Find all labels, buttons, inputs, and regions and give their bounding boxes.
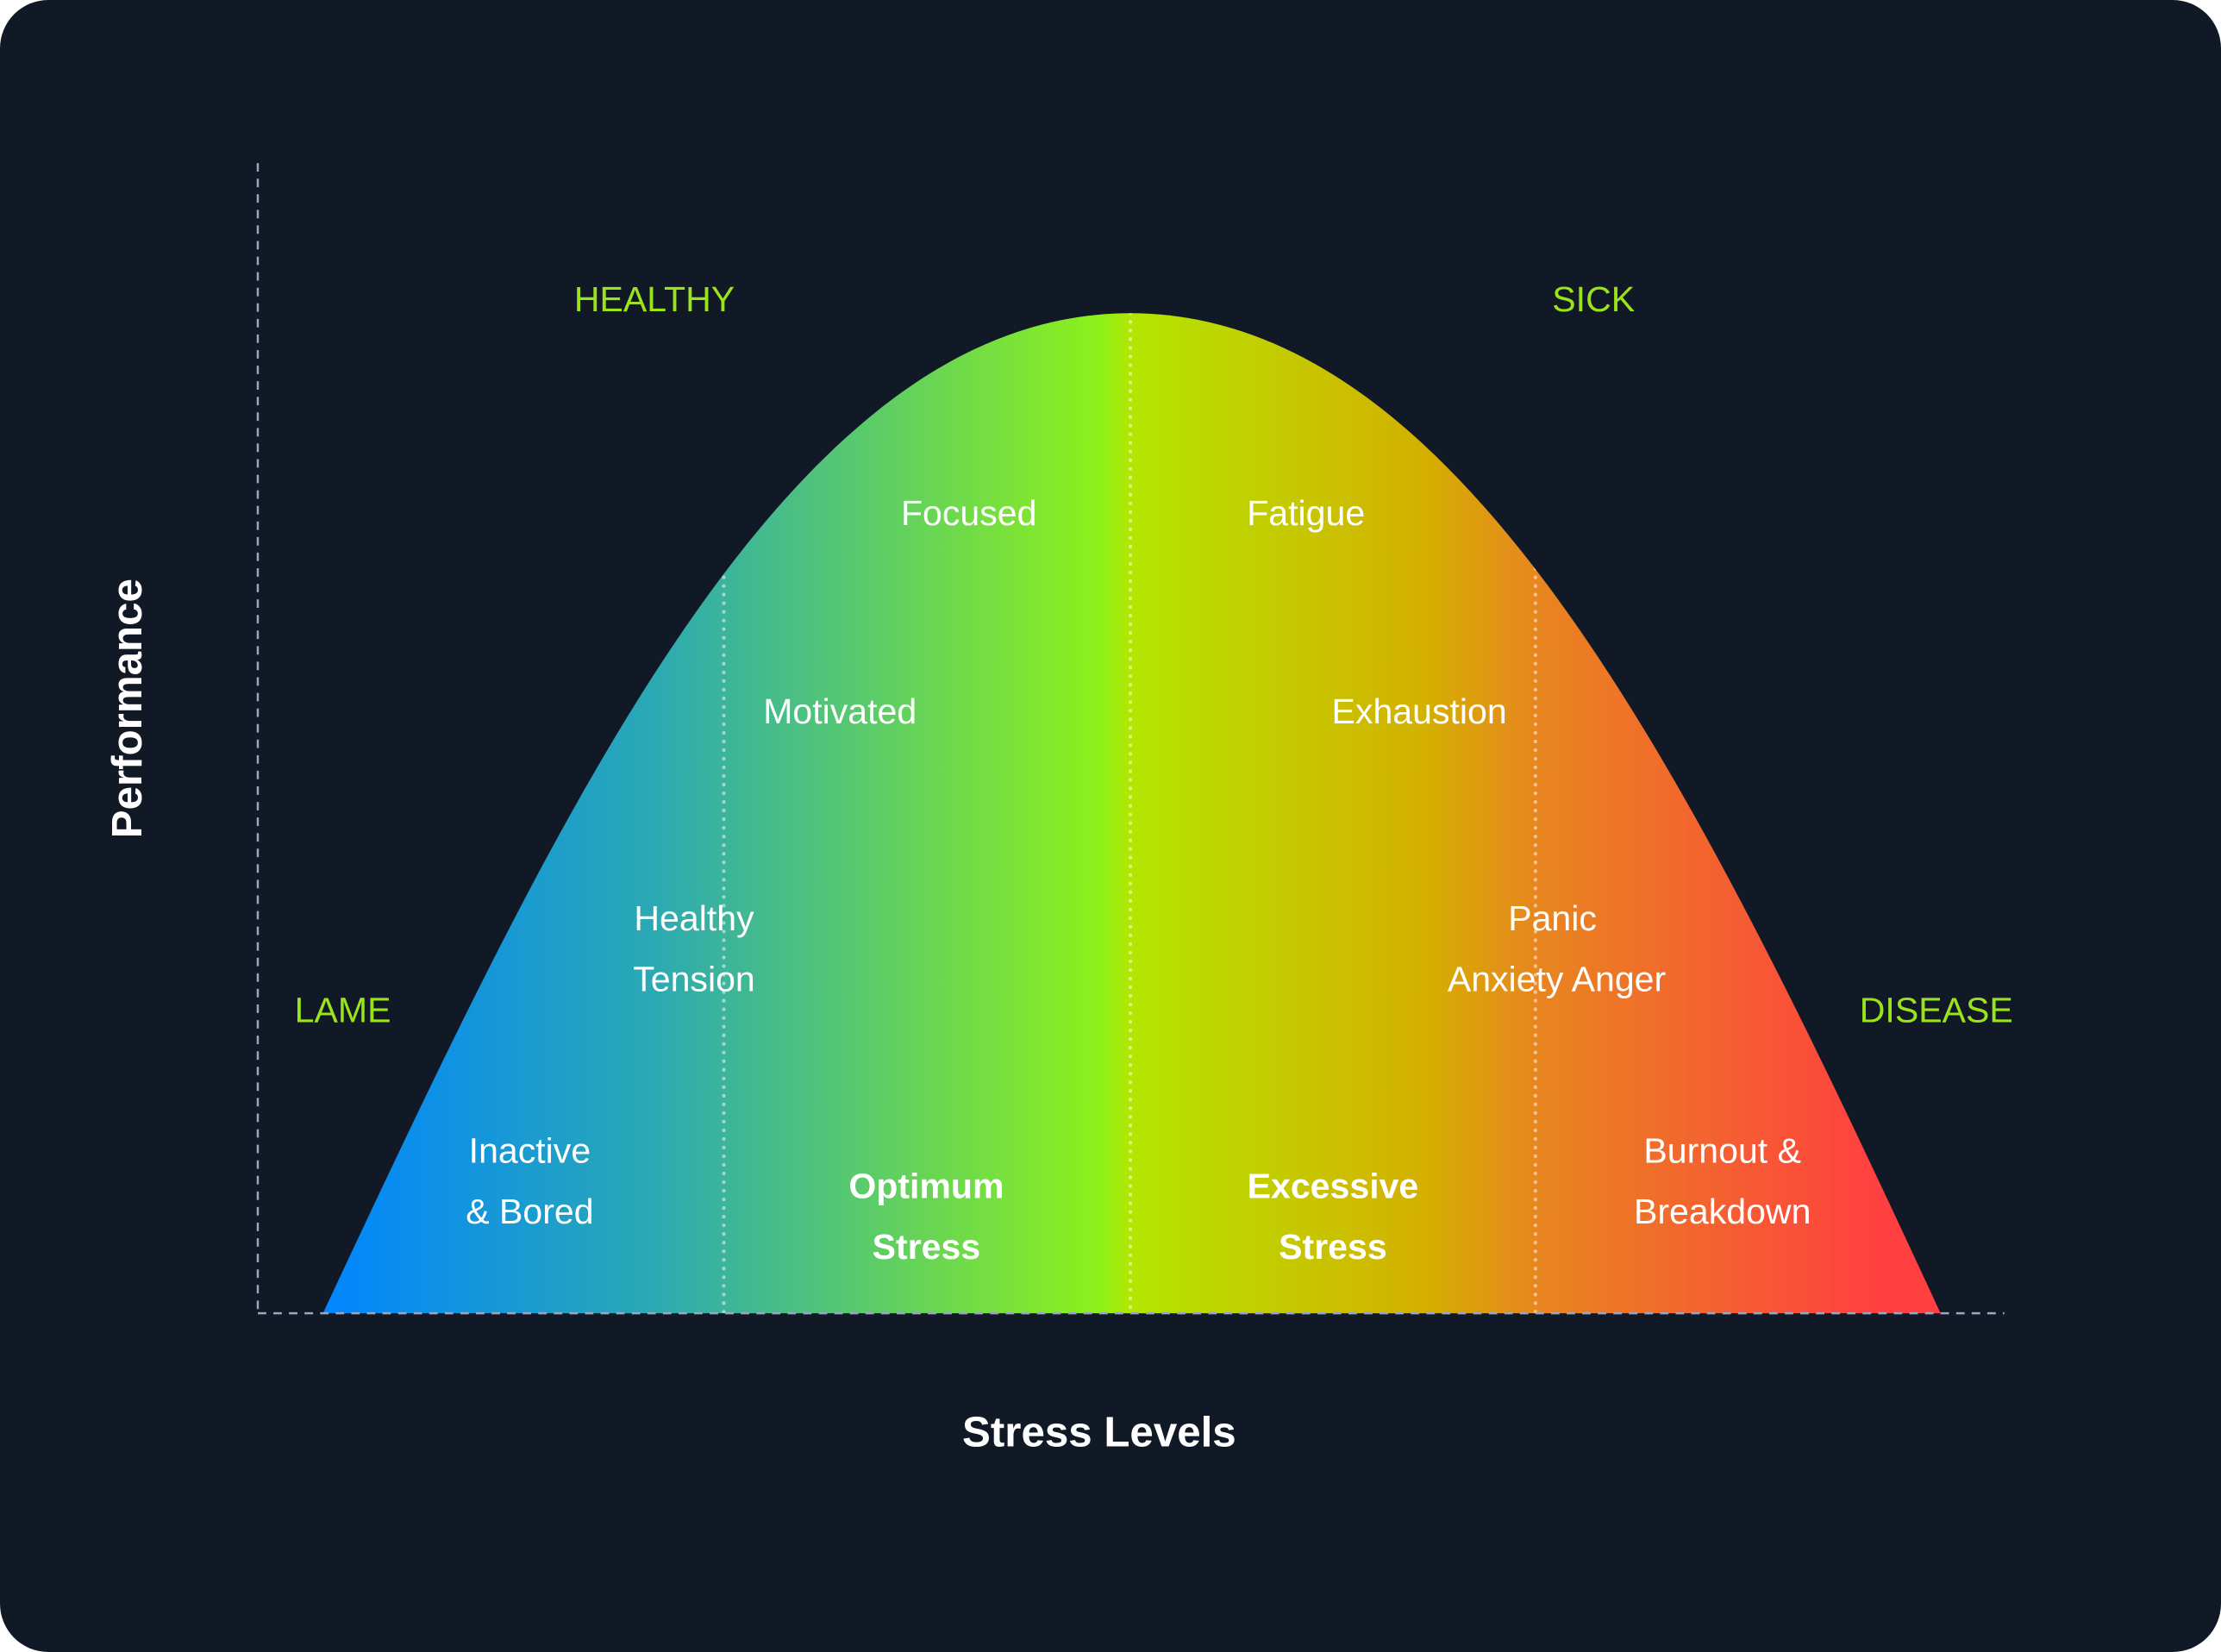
state-burnout-line2: Breakdown (1634, 1192, 1811, 1231)
region-optimum-line2: Stress (873, 1227, 981, 1267)
state-inactive-line2: & Bored (466, 1192, 593, 1231)
state-panic-line1: Panic (1508, 898, 1597, 938)
zone-lame: LAME (295, 991, 391, 1030)
zone-sick: SICK (1552, 279, 1635, 319)
zone-healthy: HEALTHY (574, 279, 735, 319)
region-excessive-line2: Stress (1279, 1227, 1387, 1267)
state-burnout-line1: Burnout & (1643, 1130, 1801, 1170)
state-fatigue: Fatigue (1247, 493, 1365, 533)
region-optimum-line1: Optimum (848, 1166, 1004, 1205)
performance-curve (322, 313, 1941, 1314)
y-axis-title: Performance (103, 579, 151, 838)
state-healthy-tension-line2: Tension (633, 960, 755, 999)
state-motivated: Motivated (763, 691, 917, 731)
x-axis-title: Stress Levels (962, 1408, 1236, 1455)
state-exhaustion: Exhaustion (1332, 691, 1507, 731)
state-focused: Focused (901, 493, 1037, 533)
zone-disease: DISEASE (1860, 991, 2013, 1030)
region-excessive-line1: Excessive (1248, 1166, 1419, 1205)
state-inactive-line1: Inactive (469, 1130, 591, 1170)
state-healthy-tension-line1: Healthy (634, 898, 754, 938)
state-panic-line2: Anxiety Anger (1448, 960, 1666, 999)
